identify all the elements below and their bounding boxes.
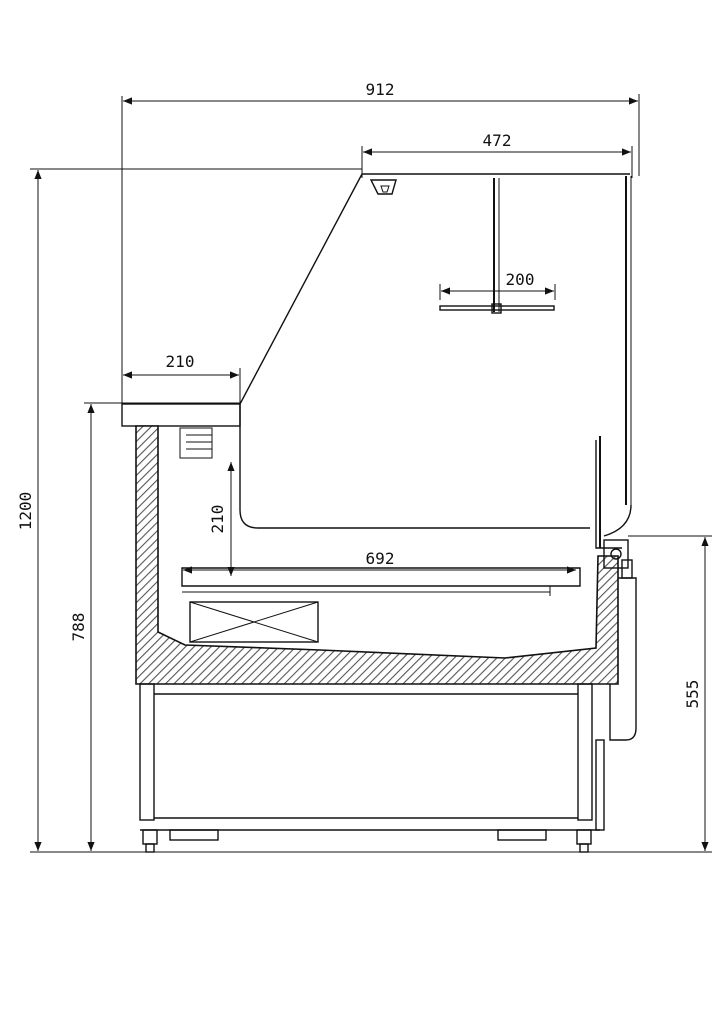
customer-top-shelf bbox=[121, 403, 241, 427]
dim-total-depth: 912 bbox=[123, 80, 638, 105]
insulated-tub bbox=[135, 425, 619, 685]
rear-foot bbox=[576, 829, 592, 845]
dim-counter-height: 788 bbox=[69, 404, 95, 851]
dim-deck-depth-label: 692 bbox=[366, 549, 395, 568]
dim-inner-height-label: 210 bbox=[208, 505, 227, 534]
rear-panel bbox=[609, 577, 637, 741]
dim-upper-section-depth: 472 bbox=[363, 131, 631, 156]
front-leg bbox=[139, 683, 155, 821]
base-frame bbox=[139, 683, 605, 853]
dim-shelf-width: 200 bbox=[441, 270, 554, 295]
dim-total-depth-label: 912 bbox=[366, 80, 395, 99]
evaporator bbox=[189, 601, 319, 643]
front-foot bbox=[142, 829, 158, 845]
lamp-fixture bbox=[369, 179, 397, 195]
rear-leg bbox=[577, 683, 593, 821]
air-outlet bbox=[179, 427, 213, 459]
rear-service-side bbox=[595, 436, 637, 741]
front-skid bbox=[169, 829, 219, 841]
glass-shelf bbox=[439, 305, 555, 311]
extension-lines bbox=[30, 94, 712, 853]
cabinet-outline bbox=[121, 173, 632, 643]
dim-rear-height-label: 555 bbox=[683, 680, 702, 709]
dim-upper-section-depth-label: 472 bbox=[483, 131, 512, 150]
dim-inner-height: 210 bbox=[208, 462, 235, 576]
dim-total-height-label: 1200 bbox=[16, 492, 35, 531]
front-glass bbox=[239, 173, 630, 405]
dim-shelf-width-label: 200 bbox=[506, 270, 535, 289]
dim-total-height: 1200 bbox=[16, 170, 42, 851]
dim-rear-height: 555 bbox=[683, 537, 709, 851]
rear-upright bbox=[595, 440, 622, 549]
dim-deck-depth: 692 bbox=[183, 549, 576, 574]
dim-top-shelf-depth-label: 210 bbox=[166, 352, 195, 371]
control-panel bbox=[603, 539, 629, 569]
dim-counter-height-label: 788 bbox=[69, 613, 88, 642]
front-glass-inner bbox=[239, 404, 590, 529]
dim-top-shelf-depth: 210 bbox=[123, 352, 239, 379]
display-deck bbox=[181, 567, 581, 587]
rear-skid bbox=[497, 829, 547, 841]
